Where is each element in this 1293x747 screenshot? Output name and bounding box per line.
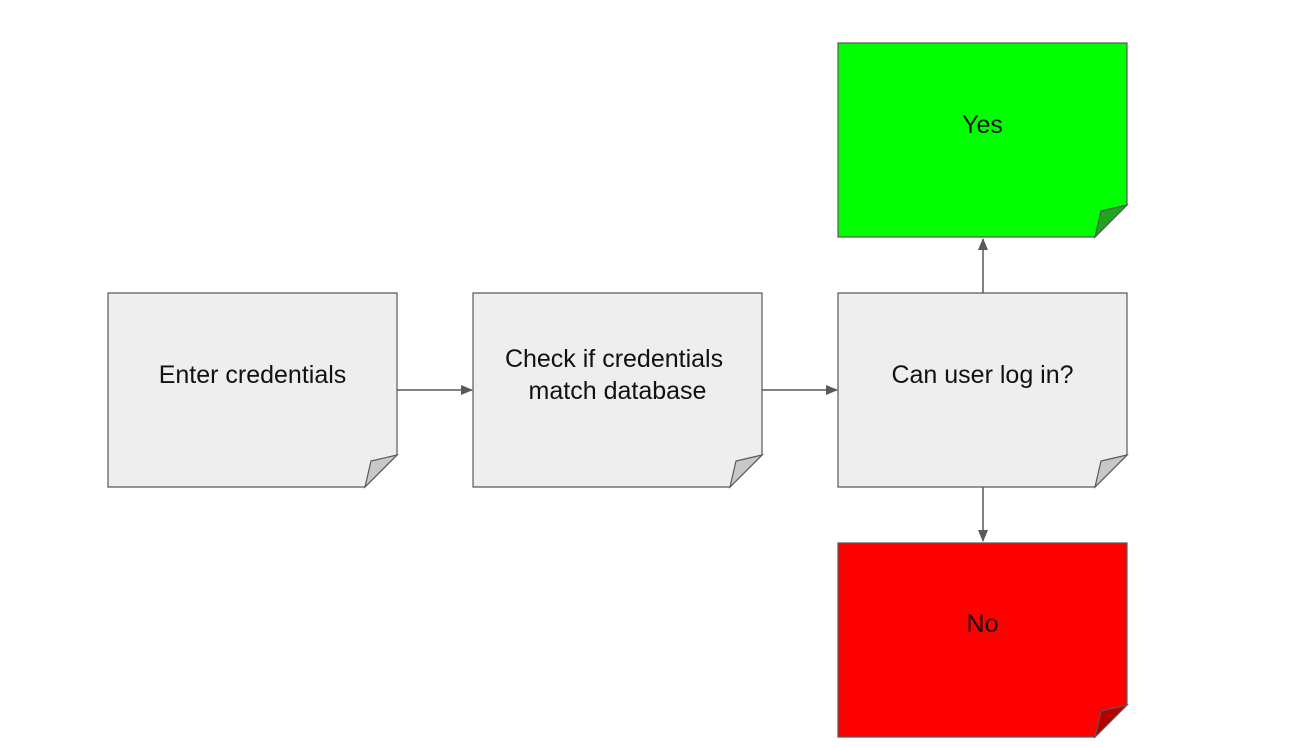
node-label-line: No — [967, 610, 999, 638]
node-label-line: match database — [529, 377, 707, 405]
connector-layer — [397, 238, 988, 542]
node-yes[interactable]: Yes — [837, 42, 1129, 239]
svg-text:Enter credentials: Enter credentials — [159, 361, 347, 389]
note-shape — [837, 42, 1128, 238]
node-no[interactable]: No — [837, 542, 1129, 739]
note-shape — [107, 292, 398, 488]
note-fold-corner — [1093, 203, 1129, 239]
svg-text:Yes: Yes — [962, 111, 1003, 139]
note-fold-corner — [1093, 703, 1129, 739]
note-shape — [837, 292, 1128, 488]
svg-text:Can user log in?: Can user log in? — [891, 361, 1073, 389]
node-enter-credentials[interactable]: Enter credentials — [107, 292, 399, 489]
svg-text:No: No — [967, 610, 999, 638]
node-can-user-log-in[interactable]: Can user log in? — [837, 292, 1129, 489]
node-label-line: Can user log in? — [891, 361, 1073, 389]
node-label-line: Enter credentials — [159, 361, 347, 389]
node-check-credentials[interactable]: Check if credentials match database — [472, 292, 764, 489]
node-label-line: Check if credentials — [505, 345, 723, 373]
note-fold-corner — [1093, 453, 1129, 489]
note-fold-corner — [363, 453, 399, 489]
svg-text:Check if credentials mat: Check if credentials match database — [505, 345, 730, 405]
node-label-line: Yes — [962, 111, 1003, 139]
note-fold-corner — [728, 453, 764, 489]
note-shape — [837, 542, 1128, 738]
